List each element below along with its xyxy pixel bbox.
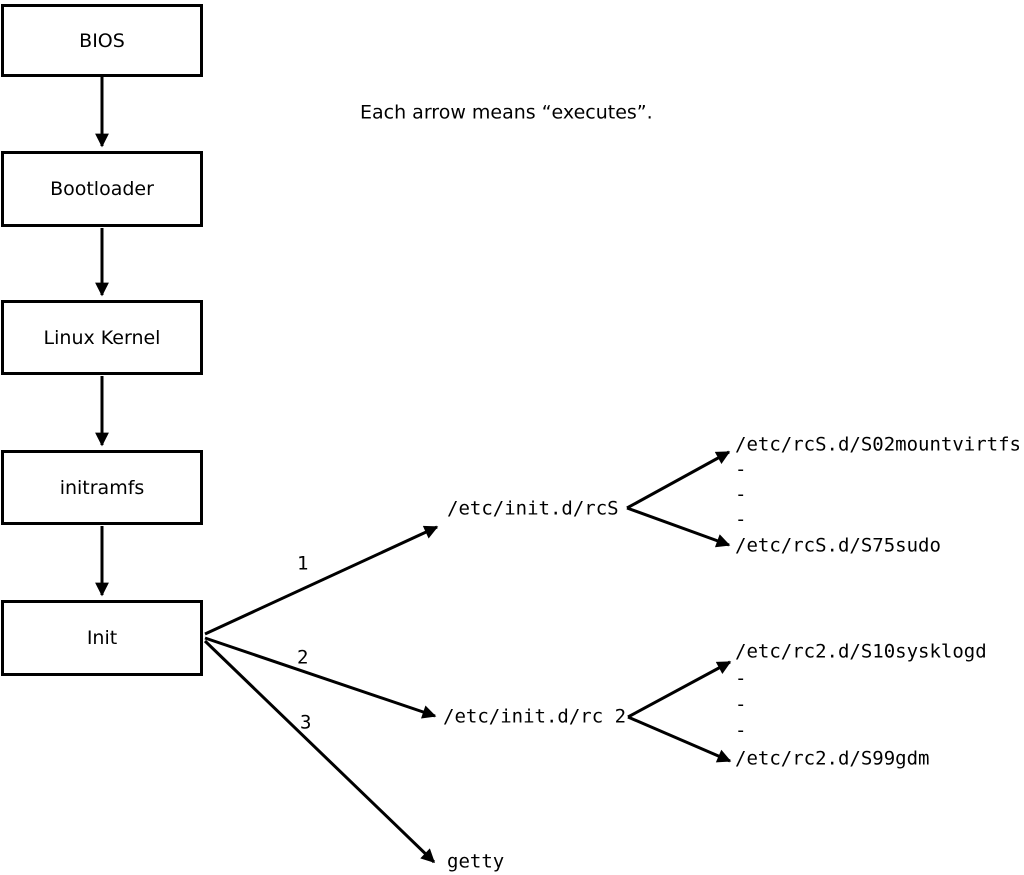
fan2-child-dash-3: - xyxy=(735,719,747,742)
arrow-rcs-to-s75sudo xyxy=(626,506,731,548)
arrow-rc2-to-s10sysklogd xyxy=(627,660,732,719)
node-bootloader: Bootloader xyxy=(1,151,203,227)
node-linux-kernel-label: Linux Kernel xyxy=(43,326,161,349)
node-bootloader-label: Bootloader xyxy=(50,178,154,200)
arrow-init-to-getty xyxy=(203,639,436,864)
fan2-child-dash-1: - xyxy=(735,667,747,690)
fan1-child-dash-3: - xyxy=(735,508,747,531)
fan3-target-getty: getty xyxy=(447,850,505,873)
fan2-child-dash-2: - xyxy=(735,693,747,716)
fan1-child-dash-1: - xyxy=(735,458,747,481)
legend-note: Each arrow means “executes”. xyxy=(360,101,653,124)
arrow-init-to-rc2 xyxy=(204,636,437,719)
fan1-target-rcs: /etc/init.d/rcS xyxy=(447,497,619,520)
fan2-child-s99gdm: /etc/rc2.d/S99gdm xyxy=(735,747,930,770)
node-initramfs-label: initramfs xyxy=(59,476,145,499)
node-linux-kernel: Linux Kernel xyxy=(1,300,203,375)
fan2-child-s10sysklogd: /etc/rc2.d/S10sysklogd xyxy=(735,640,987,663)
node-bios-label: BIOS xyxy=(79,29,125,52)
fan3-number-label: 3 xyxy=(300,711,312,734)
fan1-child-s02mountvirtfs: /etc/rcS.d/S02mountvirtfs xyxy=(735,433,1021,456)
node-init-label: Init xyxy=(86,627,118,649)
arrow-rcs-to-s02mountvirtfs xyxy=(626,450,731,510)
fan1-number-label: 1 xyxy=(297,552,309,575)
node-init: Init xyxy=(1,600,203,676)
arrow-init-to-rcs xyxy=(204,525,439,636)
fan1-child-dash-2: - xyxy=(735,483,747,506)
fan2-target-rc2: /etc/init.d/rc 2 xyxy=(443,705,627,728)
fan1-child-s75sudo: /etc/rcS.d/S75sudo xyxy=(735,534,941,557)
node-initramfs: initramfs xyxy=(1,450,203,525)
fan2-number-label: 2 xyxy=(297,646,309,669)
arrow-rc2-to-s99gdm xyxy=(627,715,732,763)
node-bios: BIOS xyxy=(1,4,203,77)
